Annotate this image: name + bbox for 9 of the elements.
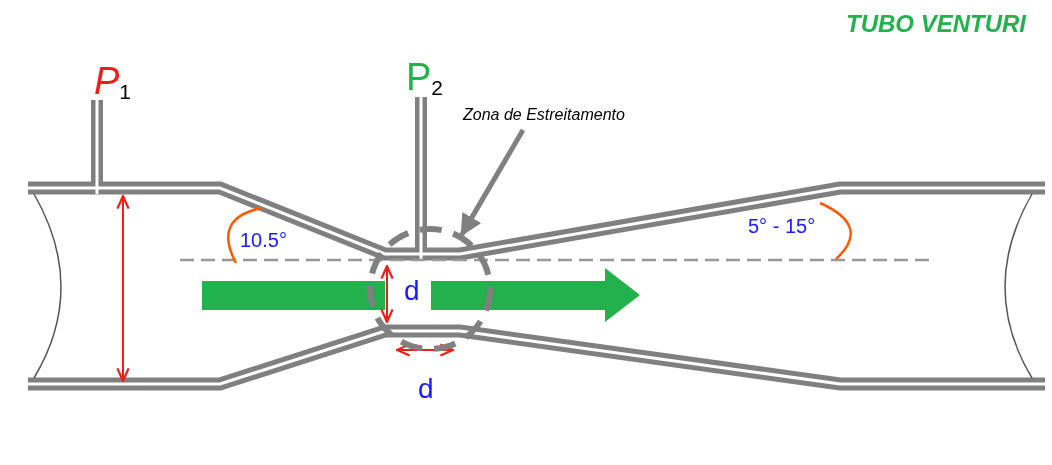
angle-label: 5° - 15° <box>748 216 816 236</box>
pressure-label: P$_{1}$ <box>94 62 131 104</box>
callout-text: Zona de Estreitamento <box>463 106 625 123</box>
pressure-label: P$_{2}$ <box>406 58 443 100</box>
title: TUBO VENTURI <box>846 12 1026 36</box>
leader-arrow <box>459 128 526 237</box>
angle-label: 10.5° <box>240 230 287 250</box>
dimension-label: d <box>404 277 420 305</box>
dimension-label: d <box>418 375 434 403</box>
